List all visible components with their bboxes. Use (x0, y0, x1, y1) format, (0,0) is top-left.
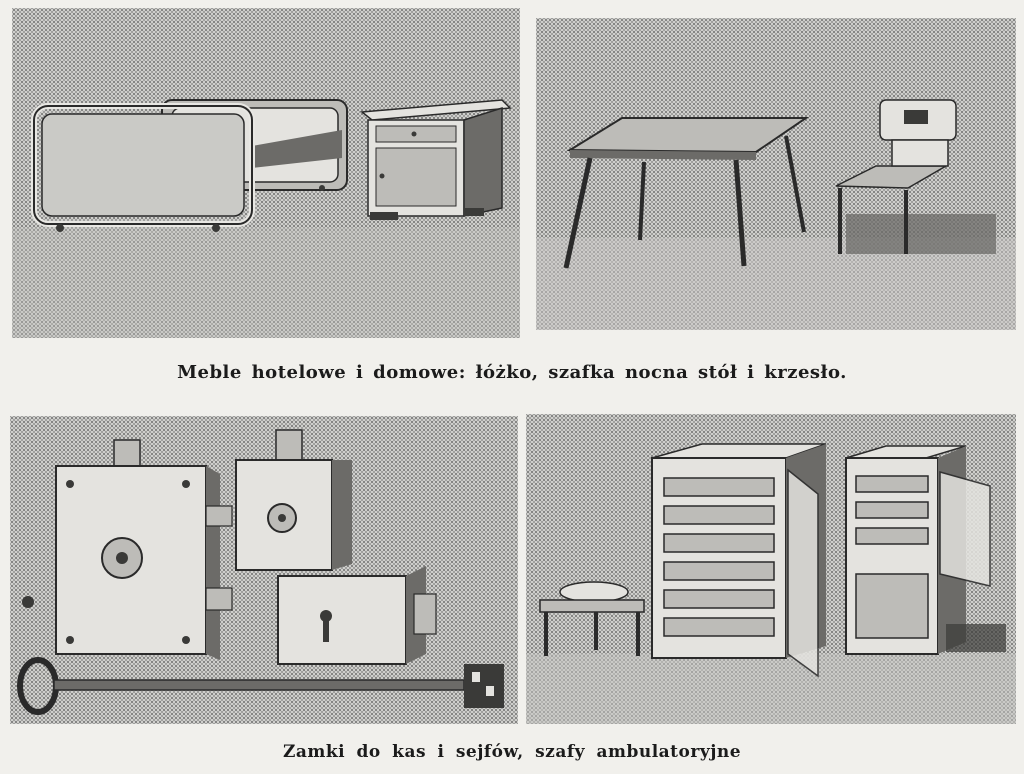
photo-safe-locks (10, 416, 518, 724)
photo-bed-and-nightstand (12, 8, 520, 338)
table-chair-illustration (536, 99, 1016, 330)
bed-nightstand-illustration (12, 99, 520, 338)
caption-furniture: Meble hotelowe i domowe: łóżko, szafka n… (177, 362, 847, 383)
photo-table-and-chair (536, 18, 1016, 330)
locks-key-illustration (17, 429, 504, 715)
photo-medical-cabinets (526, 414, 1016, 724)
caption-locks-cabinets: Zamki do kas i sejfów, szafy ambulatoryj… (282, 742, 742, 762)
cabinets-illustration (526, 443, 1016, 724)
